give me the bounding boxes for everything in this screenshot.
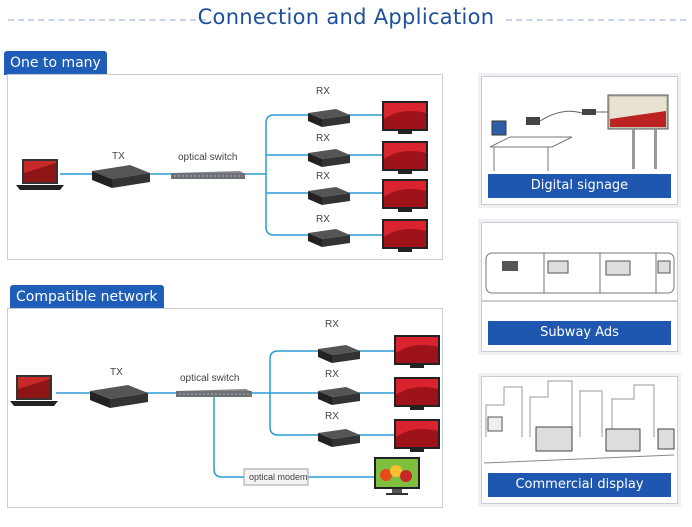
tv-icon (382, 219, 428, 252)
rx-label: RX (316, 214, 330, 225)
tx-box-icon (92, 165, 150, 188)
application-card-digital-signage: Digital signage (481, 76, 678, 205)
switch-label: optical switch (178, 152, 237, 163)
compatible-network-panel: TX optical switch RX RX RX (7, 308, 443, 508)
optical-modem-box (243, 468, 309, 486)
title-divider-right (506, 19, 686, 21)
rx-label: RX (316, 171, 330, 182)
page-title: Connection and Application (197, 5, 495, 29)
switch-label: optical switch (180, 373, 239, 384)
tv-icon (382, 179, 428, 212)
tv-icon (382, 101, 428, 134)
rx-label: RX (325, 319, 339, 330)
rx-label: RX (325, 369, 339, 380)
title-divider-left (8, 19, 206, 21)
one-to-many-diagram: TX optical switch RX RX RX RX (16, 86, 428, 252)
tx-label: TX (110, 367, 123, 378)
rx-label: RX (316, 86, 330, 97)
tv-icon (394, 335, 440, 368)
rx-box-icon (318, 429, 360, 447)
rx-box-icon (308, 229, 350, 247)
compatible-network-diagram: TX optical switch RX RX RX (10, 319, 440, 495)
laptop-icon (10, 375, 58, 406)
rx-box-icon (318, 387, 360, 405)
tx-box-icon (90, 385, 148, 408)
one-to-many-panel: TX optical switch RX RX RX RX (7, 74, 443, 260)
section-label-one-to-many: One to many (4, 51, 107, 75)
tv-screens (382, 101, 428, 252)
laptop-icon (16, 159, 64, 190)
caption-digital-signage: Digital signage (488, 174, 671, 198)
fiber-cables (56, 350, 394, 478)
modem-label: optical modem (249, 472, 308, 482)
monitor-icon (374, 457, 420, 495)
rx-box-icon (318, 345, 360, 363)
section-label-compatible-network: Compatible network (10, 285, 164, 309)
rx-box-icon (308, 187, 350, 205)
rx-label: RX (316, 133, 330, 144)
rx-box-icon (308, 149, 350, 167)
caption-commercial-display: Commercial display (488, 473, 671, 497)
subway-ads-illustration (482, 252, 677, 302)
rx-boxes (308, 109, 350, 247)
application-card-subway-ads: Subway Ads (481, 222, 678, 352)
application-card-commercial-display: Commercial display (481, 376, 678, 504)
caption-subway-ads: Subway Ads (488, 321, 671, 345)
optical-switch-icon (171, 171, 245, 179)
rx-box-icon (308, 109, 350, 127)
fiber-cables (60, 114, 382, 236)
tv-icon (394, 419, 440, 452)
digital-signage-illustration (489, 94, 669, 171)
tv-icon (394, 377, 440, 410)
rx-label: RX (325, 411, 339, 422)
commercial-display-illustration (483, 380, 675, 464)
optical-switch-icon (176, 389, 252, 397)
tx-label: TX (112, 151, 125, 162)
tv-icon (382, 141, 428, 174)
header: Connection and Application (0, 0, 692, 40)
